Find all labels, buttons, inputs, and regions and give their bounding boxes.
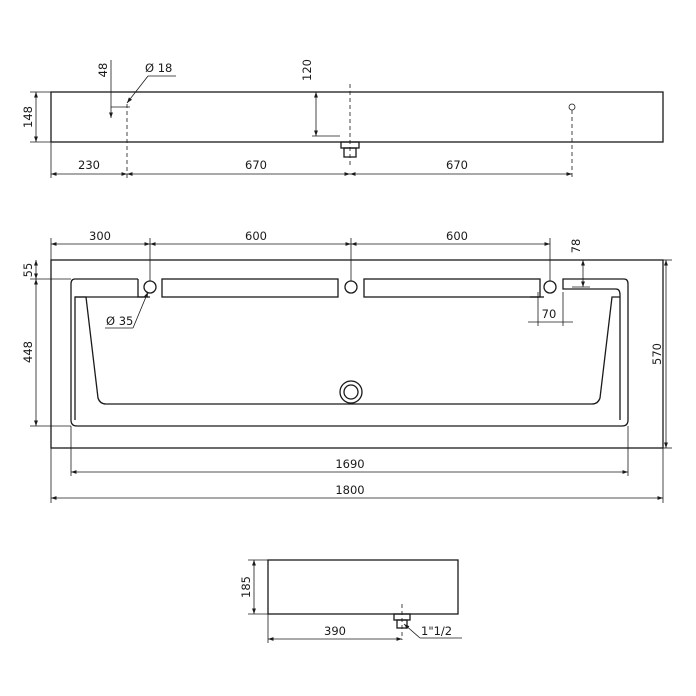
dim-d35-leader — [132, 291, 149, 329]
dim-70-label: 70 — [542, 307, 557, 321]
plan-basin-inner — [75, 296, 620, 405]
dim-waste-leader — [403, 623, 421, 639]
dim-670b-label: 670 — [446, 158, 468, 172]
top-view-waste-outlet — [340, 84, 360, 165]
dim-48-label: 48 — [96, 63, 110, 78]
side-view-waste-outlet — [393, 604, 411, 640]
dim-600b-label: 600 — [446, 229, 468, 243]
plan-basin-outer — [70, 278, 629, 427]
side-view: 185 390 1"1/2 — [239, 559, 462, 643]
plan-view: 300 600 600 78 55 448 570 Ø 35 70 — [21, 229, 672, 503]
plan-slot-left — [161, 278, 339, 298]
top-view-hole-right — [568, 103, 576, 111]
dim-448-label: 448 — [21, 341, 35, 363]
dim-600a-label: 600 — [245, 229, 267, 243]
dim-d35-label: Ø 35 — [106, 314, 133, 328]
dim-185-label: 185 — [239, 576, 253, 598]
dim-waste-label: 1"1/2 — [421, 624, 452, 638]
dim-d18-label: Ø 18 — [145, 61, 172, 75]
dim-55-label: 55 — [21, 263, 35, 278]
plan-hole-center — [344, 280, 358, 294]
side-view-body — [267, 559, 459, 615]
dim-148-label: 148 — [21, 106, 35, 128]
plan-slot-right — [363, 278, 541, 298]
plan-drain-inner — [343, 384, 359, 400]
dim-1690-label: 1690 — [335, 457, 364, 471]
dim-120-label: 120 — [300, 59, 314, 81]
dim-670a-label: 670 — [245, 158, 267, 172]
dim-570-label: 570 — [650, 343, 664, 365]
plan-outer-rim — [50, 259, 664, 449]
dim-1800-label: 1800 — [335, 483, 364, 497]
dim-230-label: 230 — [78, 158, 100, 172]
dim-300-label: 300 — [89, 229, 111, 243]
plan-hole-left — [143, 280, 157, 294]
top-view-body — [50, 91, 664, 143]
dim-78-label: 78 — [569, 239, 583, 254]
dim-390-label: 390 — [324, 624, 346, 638]
plan-hole-right — [543, 280, 557, 294]
plan-drain-outer — [339, 380, 363, 404]
top-view: 148 48 Ø 18 120 230 670 670 — [21, 59, 664, 178]
dim-d18-leader — [126, 75, 149, 104]
